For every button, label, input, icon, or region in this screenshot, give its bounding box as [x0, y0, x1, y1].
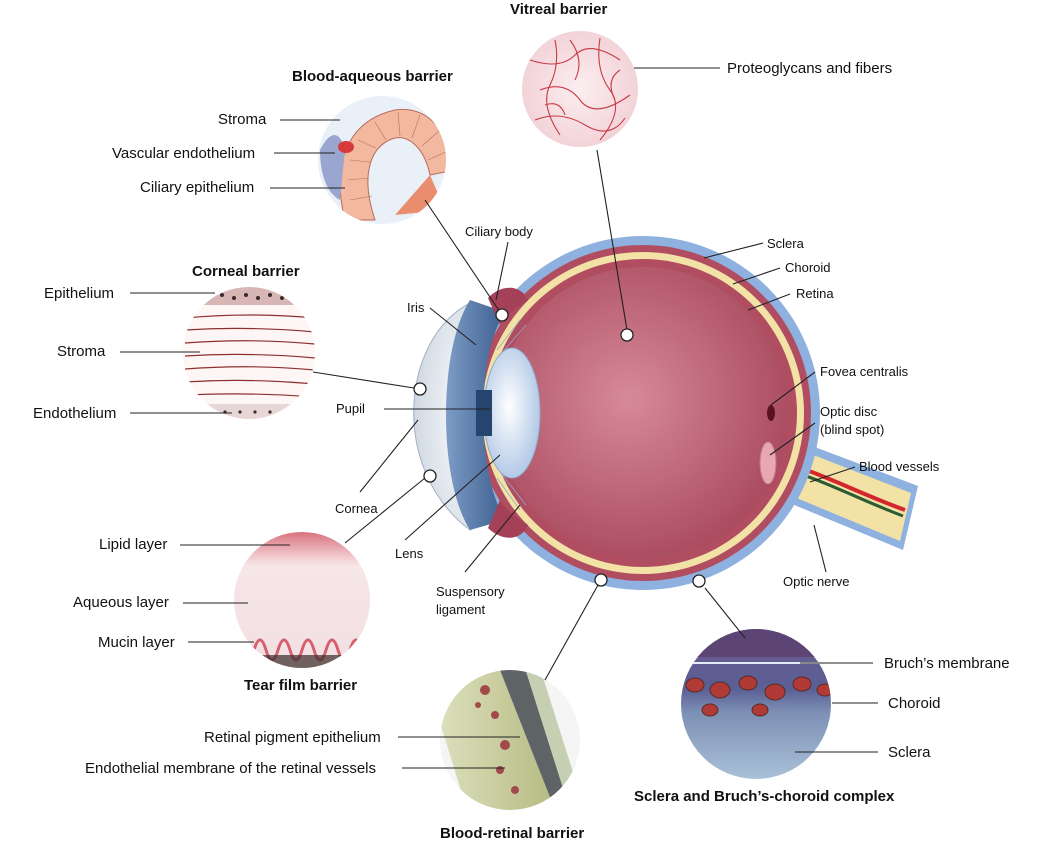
- label-choroid: Choroid: [785, 260, 831, 275]
- tear-film-inset: [180, 469, 437, 668]
- label-optic-disc-1: Optic disc: [820, 404, 878, 419]
- optic-disc: [759, 441, 777, 485]
- label-aqueous: Aqueous layer: [73, 594, 169, 611]
- title-corneal: Corneal barrier: [192, 263, 300, 280]
- label-mucin: Mucin layer: [98, 634, 175, 651]
- label-cor-endothelium: Endothelium: [33, 405, 116, 422]
- eye-leaders: [359, 241, 856, 573]
- label-optic-nerve: Optic nerve: [783, 574, 849, 589]
- label-rpe: Retinal pigment epithelium: [204, 729, 381, 746]
- blood-retinal-inset: [398, 573, 608, 810]
- label-iris: Iris: [407, 300, 425, 315]
- label-suspensory-1: Suspensory: [436, 584, 505, 599]
- label-choroid-inset: Choroid: [888, 695, 941, 712]
- label-endothelial-membrane: Endothelial membrane of the retinal vess…: [85, 760, 376, 777]
- label-bruch: Bruch’s membrane: [884, 655, 1010, 672]
- label-retina: Retina: [796, 286, 834, 301]
- suspensory-fibers: [496, 319, 527, 511]
- label-sclera-inset: Sclera: [888, 744, 931, 761]
- label-pupil: Pupil: [336, 401, 365, 416]
- title-sclera-bruch: Sclera and Bruch’s-choroid complex: [634, 788, 895, 805]
- lens-shape: [483, 347, 541, 479]
- label-fovea: Fovea centralis: [820, 364, 909, 379]
- pupil-shape: [476, 390, 492, 436]
- iris-shape: [446, 300, 505, 530]
- label-cornea: Cornea: [335, 501, 378, 516]
- label-proteoglycans: Proteoglycans and fibers: [727, 60, 892, 77]
- title-blood-retinal: Blood-retinal barrier: [440, 825, 584, 842]
- label-aq-stroma: Stroma: [218, 111, 267, 128]
- label-cor-epithelium: Epithelium: [44, 285, 114, 302]
- label-lipid: Lipid layer: [99, 536, 167, 553]
- label-suspensory-2: ligament: [436, 602, 486, 617]
- title-vitreal: Vitreal barrier: [510, 1, 607, 18]
- vitreal-inset: [522, 31, 720, 342]
- corneal-inset: [120, 287, 427, 419]
- fovea: [767, 405, 775, 421]
- label-aq-vascular: Vascular endothelium: [112, 145, 255, 162]
- vitreous-body: [497, 267, 789, 559]
- label-aq-ciliary-epi: Ciliary epithelium: [140, 179, 254, 196]
- label-blood-vessels: Blood vessels: [859, 459, 940, 474]
- blood-aqueous-inset: [270, 96, 509, 322]
- title-blood-aqueous: Blood-aqueous barrier: [292, 68, 453, 85]
- labels: Ciliary body Iris Pupil Cornea Lens Susp…: [33, 1, 1010, 842]
- sclera-bruch-inset: [681, 574, 878, 779]
- title-tear-film: Tear film barrier: [244, 677, 357, 694]
- label-cor-stroma: Stroma: [57, 343, 106, 360]
- label-lens: Lens: [395, 546, 424, 561]
- label-ciliary-body: Ciliary body: [465, 224, 533, 239]
- label-optic-disc-2: (blind spot): [820, 422, 884, 437]
- label-sclera: Sclera: [767, 236, 805, 251]
